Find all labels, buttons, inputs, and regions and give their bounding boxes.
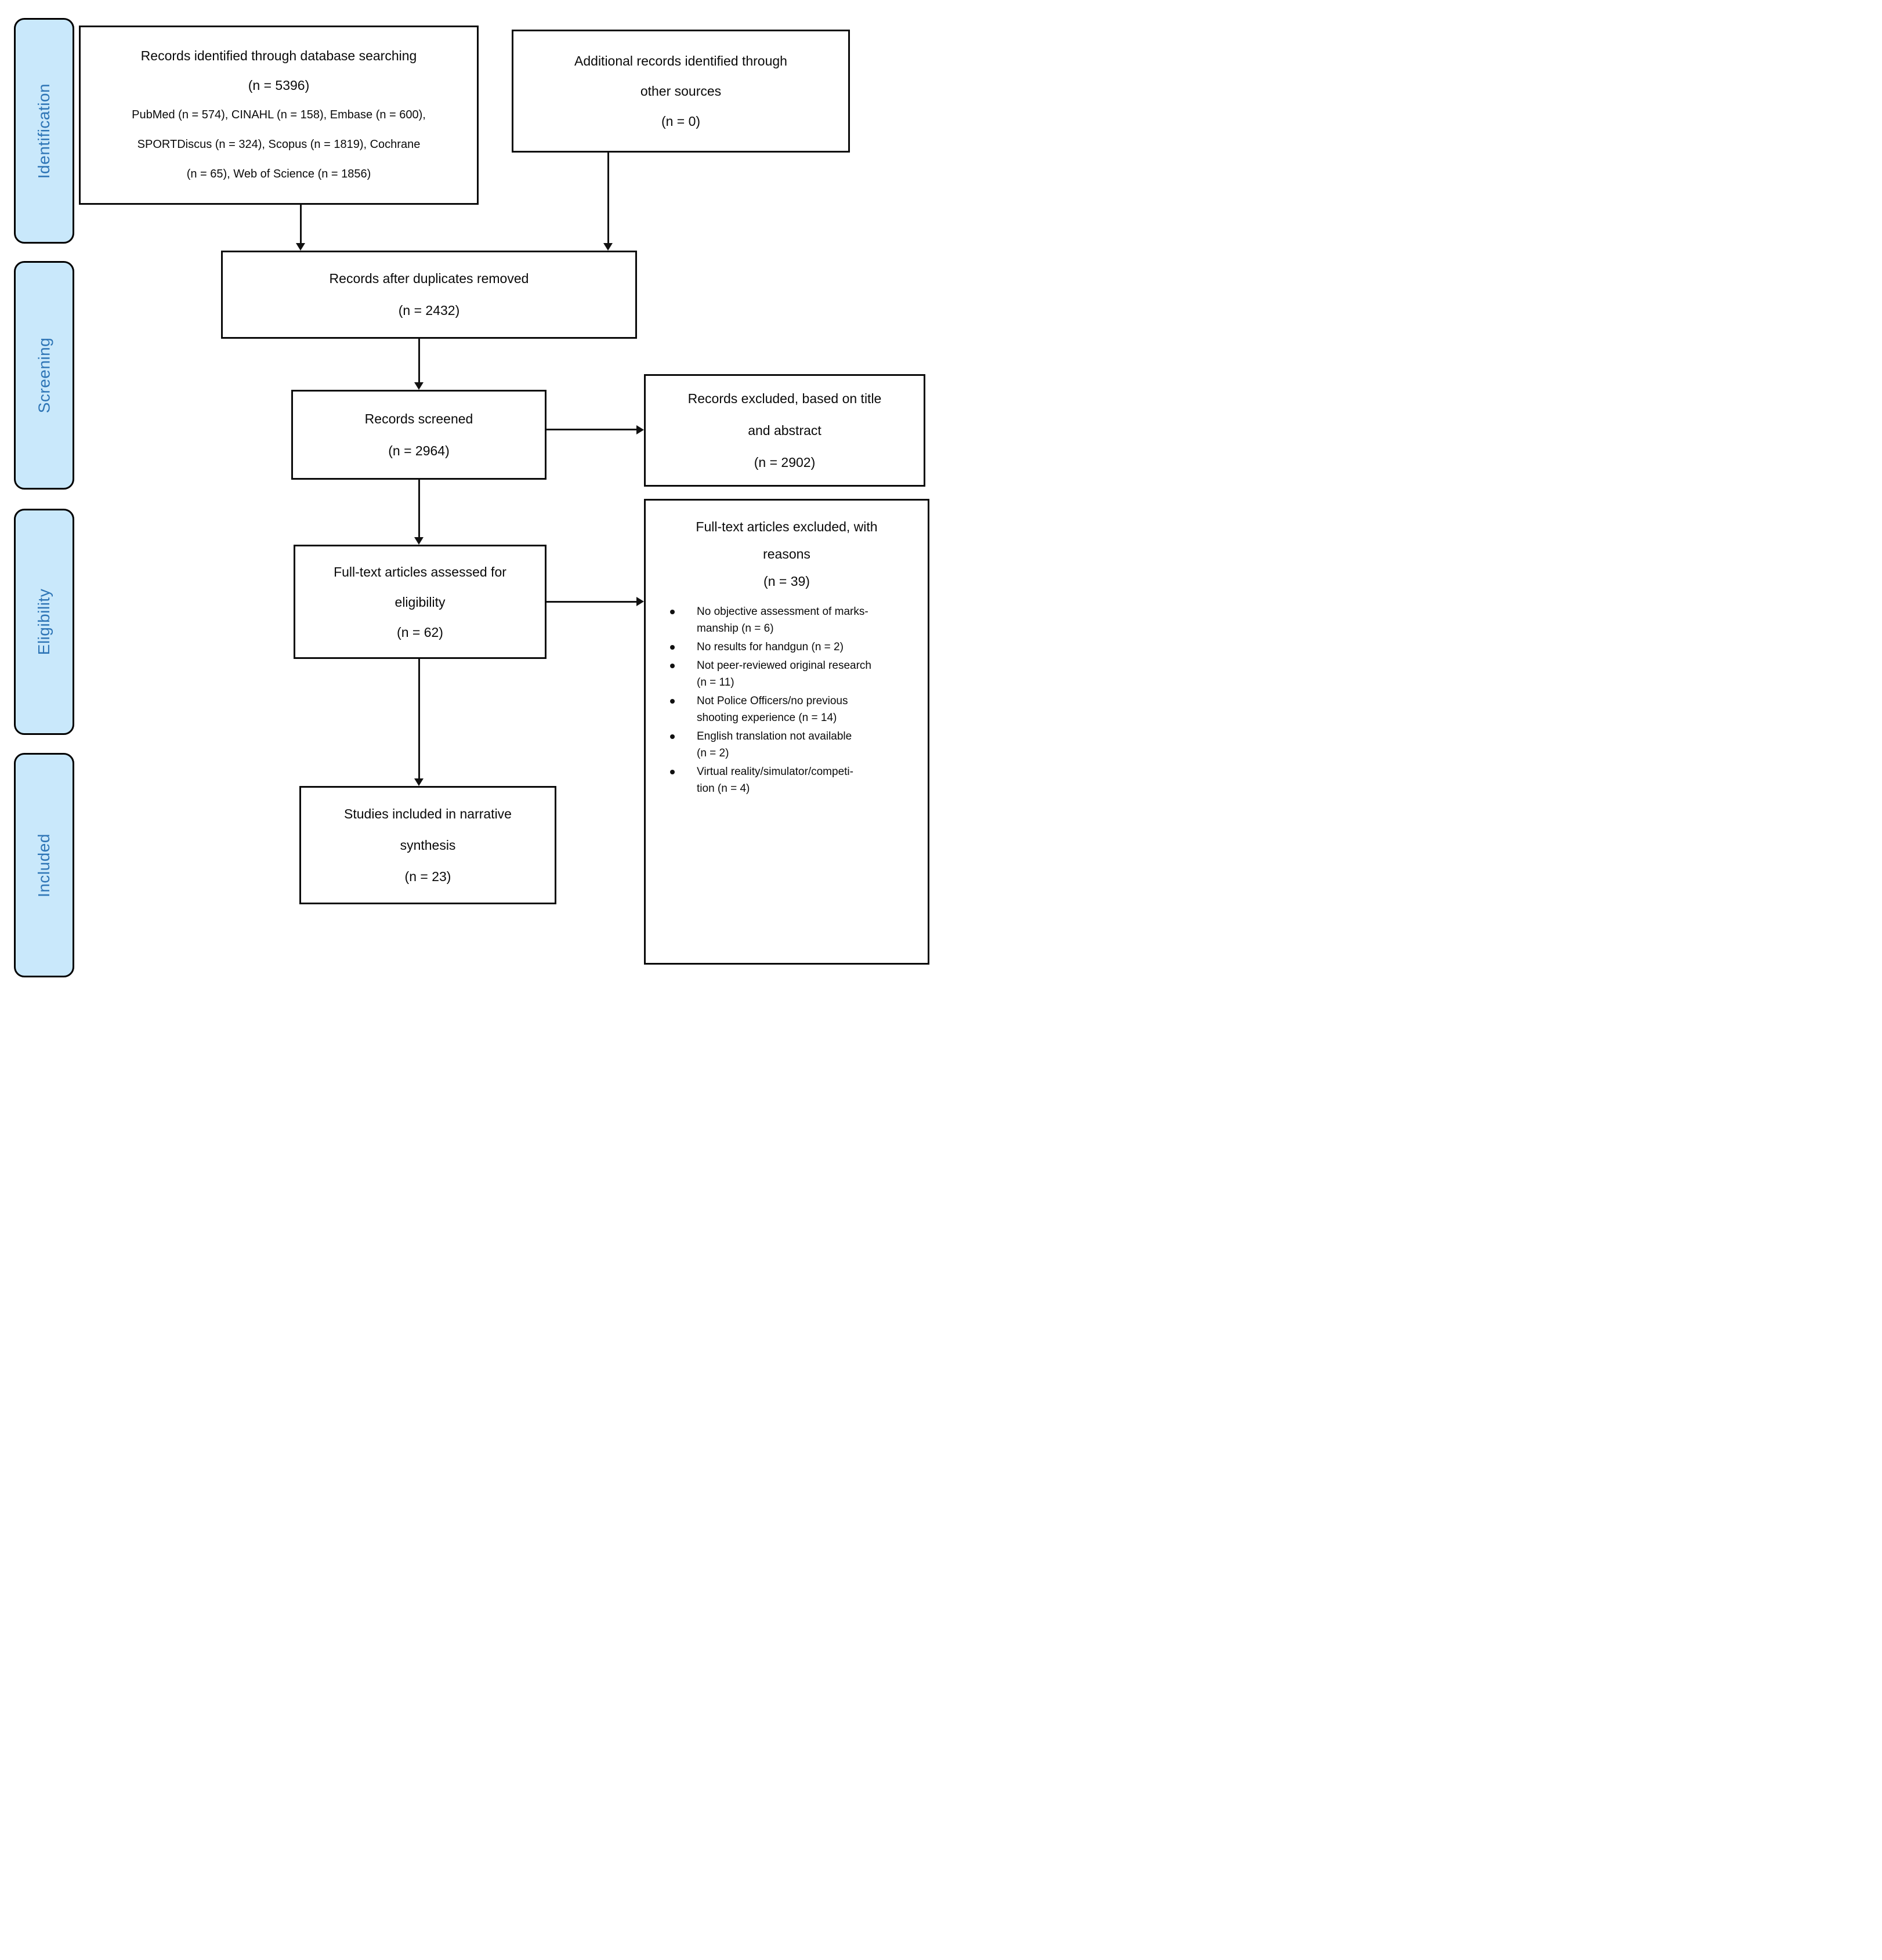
records-identified-count: (n = 5396) [248, 78, 310, 93]
additional-records-line: Additional records identified through [574, 53, 787, 68]
arrow-fulltext-to-excluded [546, 601, 638, 603]
records-identified-detail-line: PubMed (n = 574), CINAHL (n = 158), Emba… [132, 108, 426, 121]
exclusion-reason: English translation not available (n = 2… [663, 728, 917, 762]
stage-label-screening: Screening [14, 261, 74, 490]
box-records-identified: Records identified through database sear… [79, 26, 479, 205]
additional-records-line: other sources [640, 84, 722, 99]
exclusion-reason-line: No results for handgun (n = 2) [697, 641, 844, 653]
arrow-screened-to-fulltext [418, 479, 420, 538]
records-screened-count: (n = 2964) [388, 443, 450, 458]
arrowhead-screened-to-excluded [636, 425, 644, 434]
arrow-dedup-to-screened [418, 338, 420, 383]
box-included-synthesis: Studies included in narrative synthesis … [299, 786, 556, 904]
stage-label-eligibility: Eligibility [14, 509, 74, 735]
fulltext-excluded-heading-line: reasons [763, 546, 810, 561]
exclusion-reason-line: Not peer-reviewed original research [697, 660, 871, 672]
included-synthesis-line: Studies included in narrative [344, 806, 512, 821]
arrowhead-fulltext-to-included [414, 778, 424, 786]
stage-label-eligibility-text: Eligibility [35, 588, 53, 655]
fulltext-excluded-heading-line: Full-text articles excluded, with [696, 519, 878, 534]
fulltext-assessed-line: eligibility [395, 594, 446, 610]
box-additional-records: Additional records identified through ot… [512, 30, 850, 153]
fulltext-excluded-count: (n = 39) [763, 574, 810, 589]
box-fulltext-assessed: Full-text articles assessed for eligibil… [294, 545, 546, 659]
exclusion-reason-line: tion (n = 4) [697, 782, 750, 795]
exclusion-reason-line: Not Police Officers/no previous [697, 695, 848, 707]
arrow-fulltext-to-included [418, 659, 420, 780]
fulltext-assessed-count: (n = 62) [397, 624, 443, 640]
fulltext-excluded-heading: Full-text articles excluded, with reason… [696, 513, 877, 595]
exclusion-reason-line: (n = 11) [697, 676, 734, 689]
exclusion-reason: Virtual reality/simulator/competi- tion … [663, 763, 917, 797]
arrowhead-dedup-to-screened [414, 382, 424, 390]
records-identified-detail-line: (n = 65), Web of Science (n = 1856) [186, 168, 371, 180]
records-excluded-line: Records excluded, based on title [687, 390, 882, 406]
exclusion-reason-line: shooting experience (n = 14) [697, 712, 837, 724]
exclusion-reasons-list: No objective assessment of marks- manshi… [646, 603, 928, 799]
records-identified-title: Records identified through database sear… [140, 48, 417, 63]
duplicates-removed-count: (n = 2432) [398, 303, 460, 318]
duplicates-removed-line: Records after duplicates removed [329, 271, 529, 286]
exclusion-reason-line: English translation not available [697, 730, 852, 742]
records-identified-detail-line: SPORTDiscus (n = 324), Scopus (n = 1819)… [137, 138, 421, 151]
arrowhead-fulltext-to-excluded [636, 597, 644, 606]
box-records-excluded: Records excluded, based on title and abs… [644, 374, 925, 487]
exclusion-reason: No results for handgun (n = 2) [663, 639, 917, 655]
exclusion-reason: Not Police Officers/no previous shooting… [663, 693, 917, 726]
stage-label-screening-text: Screening [35, 337, 53, 414]
arrowhead-additional-to-dedup [603, 243, 613, 251]
exclusion-reason: Not peer-reviewed original research (n =… [663, 657, 917, 691]
box-records-screened: Records screened (n = 2964) [291, 390, 546, 480]
stage-label-included: Included [14, 753, 74, 977]
arrow-screened-to-excluded [546, 429, 638, 430]
exclusion-reason-line: manship (n = 6) [697, 622, 774, 635]
records-excluded-line: and abstract [748, 422, 821, 438]
exclusion-reason-line: Virtual reality/simulator/competi- [697, 766, 853, 778]
stage-label-identification: Identification [14, 18, 74, 244]
prisma-flow-diagram: Identification Screening Eligibility Inc… [0, 0, 941, 980]
additional-records-count: (n = 0) [661, 114, 701, 129]
stage-label-identification-text: Identification [35, 83, 53, 179]
included-synthesis-line: synthesis [400, 838, 456, 853]
arrowhead-screened-to-fulltext [414, 537, 424, 545]
arrow-additional-to-dedup [607, 152, 609, 245]
exclusion-reason-line: No objective assessment of marks- [697, 606, 868, 618]
records-screened-line: Records screened [364, 411, 473, 426]
arrowhead-identified-to-dedup [296, 243, 305, 251]
arrow-identified-to-dedup [300, 204, 302, 245]
box-fulltext-excluded: Full-text articles excluded, with reason… [644, 499, 929, 965]
exclusion-reason: No objective assessment of marks- manshi… [663, 603, 917, 637]
exclusion-reason-line: (n = 2) [697, 747, 729, 759]
box-duplicates-removed: Records after duplicates removed (n = 24… [221, 251, 637, 339]
stage-label-included-text: Included [35, 833, 53, 897]
included-synthesis-count: (n = 23) [404, 869, 451, 884]
records-excluded-count: (n = 2902) [754, 454, 816, 470]
fulltext-assessed-line: Full-text articles assessed for [334, 564, 506, 579]
